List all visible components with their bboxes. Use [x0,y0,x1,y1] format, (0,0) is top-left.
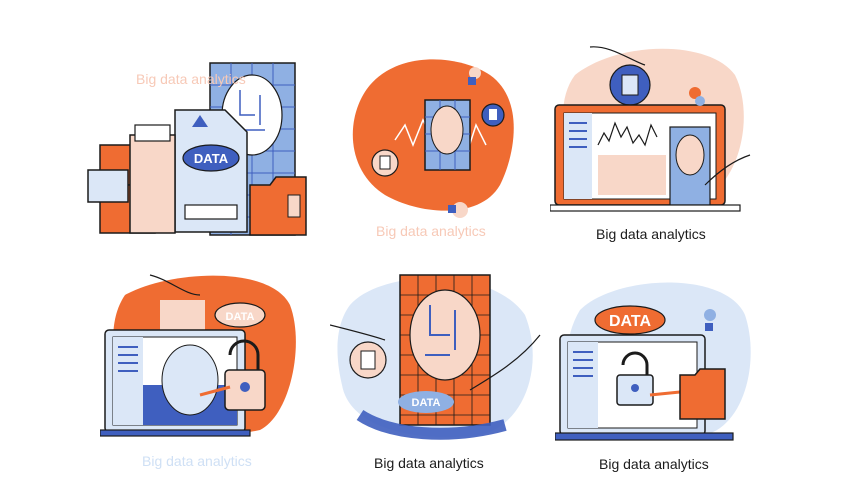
panel-4-caption: Big data analytics [142,453,252,469]
archive-illustration: DATA [87,62,307,236]
panel-grid-tower: DATA Big data analytics [330,265,545,475]
data-badge: DATA [194,151,229,166]
data-badge: DATA [609,313,652,330]
panel-1-caption: Big data analytics [136,71,246,87]
panel-archive-documents: Big data analytics DATA [80,55,320,245]
panel-6-caption: Big data analytics [599,456,709,472]
laptop-chart-illustration [550,46,751,212]
chip-illustration [352,59,514,218]
panel-laptop-lock: DATA Big data analytics [100,265,310,470]
panel-2-caption: Big data analytics [376,223,486,239]
laptop-folder-illustration: DATA [555,282,751,441]
panel-5-caption: Big data analytics [374,455,484,471]
panel-analytics-chip: Big data analytics [340,45,530,245]
panel-laptop-chart: Big data analytics [550,35,760,250]
data-badge: DATA [226,311,255,323]
laptop-lock-illustration: DATA [100,274,296,437]
grid-tower-illustration: DATA [330,274,541,440]
panel-3-caption: Big data analytics [596,226,706,242]
panel-laptop-folder: DATA Big data analytics [555,270,765,475]
data-badge: DATA [412,397,441,409]
